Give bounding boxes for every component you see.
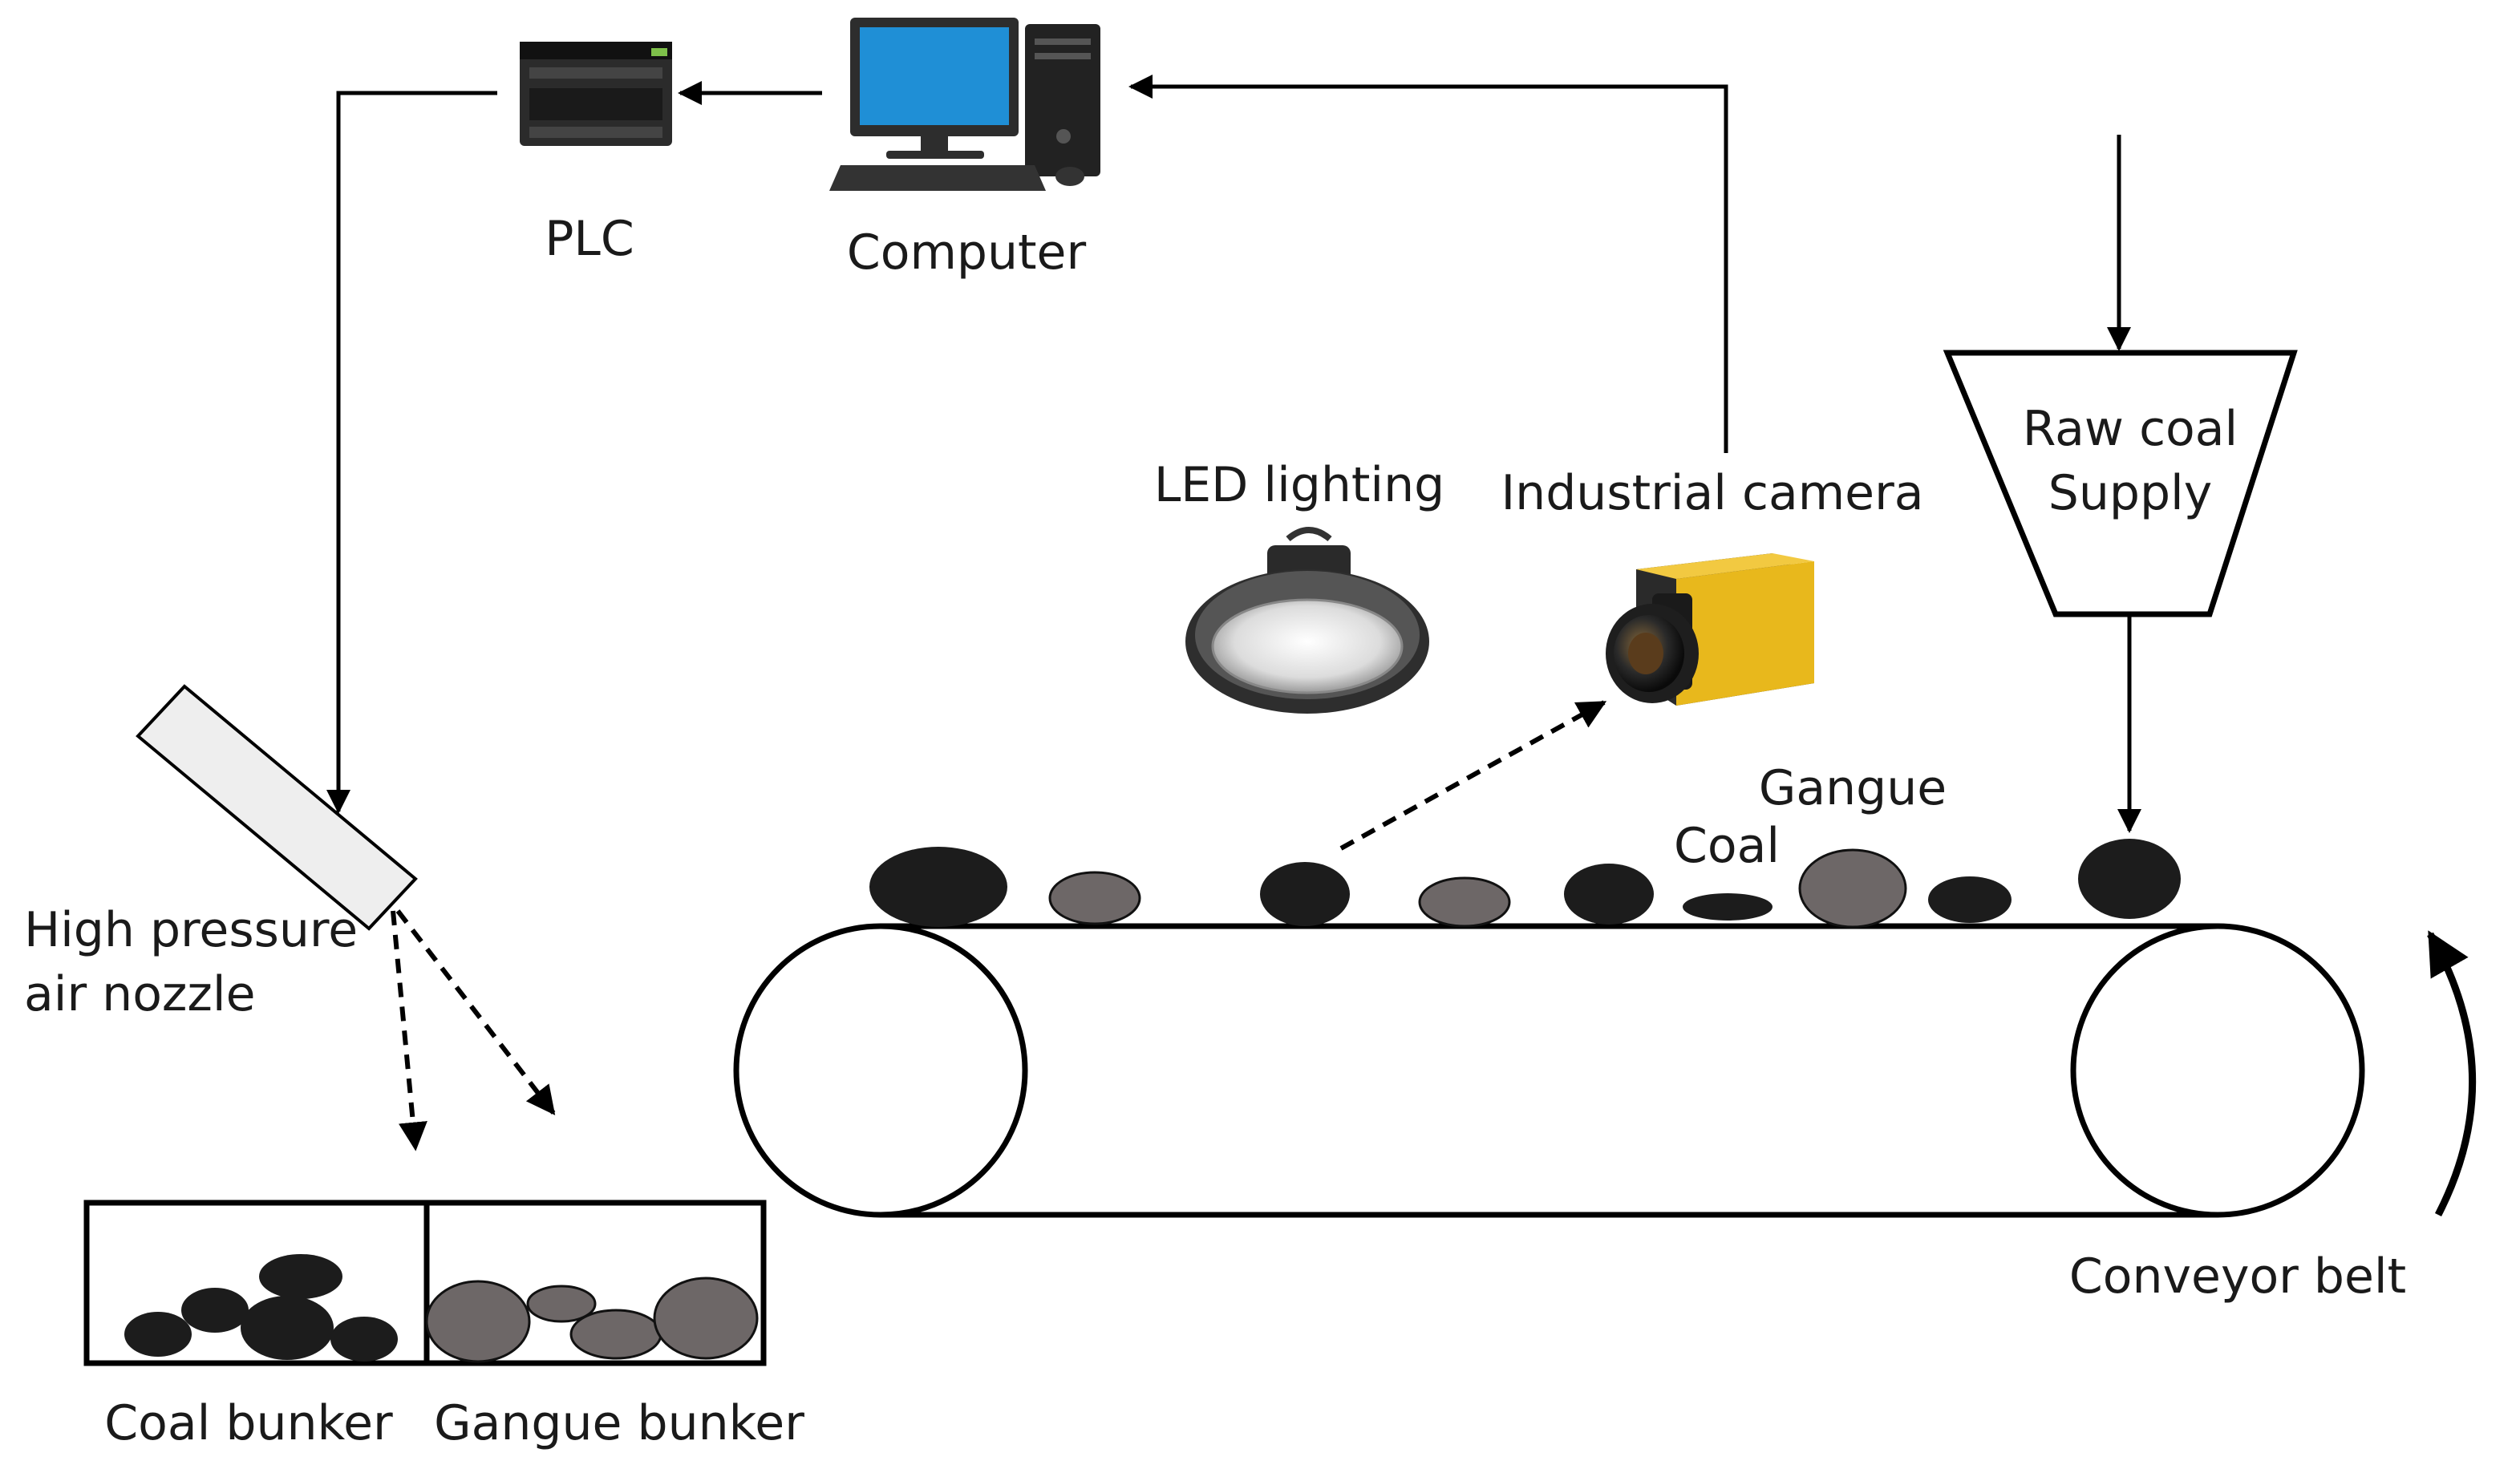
rotation-arrow (2427, 930, 2477, 1217)
plc-label: PLC (545, 211, 634, 267)
computer-label: Computer (847, 225, 1087, 281)
right-pulley (2070, 923, 2365, 1218)
supply-label: Supply (2048, 465, 2212, 521)
signal-lines (326, 75, 2141, 833)
camera-to-computer-line (1128, 75, 1728, 453)
led-lamp-icon (1185, 527, 1429, 714)
coal-particle (869, 847, 1007, 927)
coal-label: Coal (1674, 818, 1780, 874)
coal-particle (1564, 864, 1654, 925)
coal-particle (2078, 839, 2181, 919)
detection-arrow (1339, 700, 1607, 851)
coal-particle (1683, 893, 1773, 921)
raw-coal-hopper (1943, 350, 2298, 617)
gangue-particle (1798, 848, 1907, 929)
coal-bunker-label: Coal bunker (104, 1395, 393, 1451)
left-pulley (733, 923, 1028, 1218)
gangue-bunker-label: Gangue bunker (434, 1395, 804, 1451)
gangue-particle (1418, 876, 1511, 928)
conveyor-belt (733, 923, 2365, 1218)
belt-particles (869, 839, 2181, 929)
plc-to-nozzle-line (326, 91, 497, 814)
computer-icon (829, 18, 1100, 191)
plc-icon (520, 42, 672, 146)
coal-bunker-contents (124, 1254, 398, 1362)
nozzle-label-line2: air nozzle (24, 966, 256, 1022)
coal-particle (1260, 862, 1350, 926)
led-lighting-label: LED lighting (1154, 457, 1444, 513)
raw-coal-label: Raw coal (2023, 401, 2238, 457)
industrial-camera-icon (1606, 553, 1814, 706)
coal-particle (1928, 876, 2012, 923)
nozzle-label-line1: High pressure (24, 902, 358, 958)
gangue-particle (1048, 871, 1141, 925)
nozzle-jets (391, 909, 556, 1151)
air-nozzle (136, 684, 418, 931)
gangue-bunker-contents (425, 1277, 759, 1363)
industrial-camera-label: Industrial camera (1501, 465, 1923, 521)
conveyor-belt-label: Conveyor belt (2069, 1248, 2406, 1305)
gangue-label: Gangue (1759, 760, 1947, 816)
